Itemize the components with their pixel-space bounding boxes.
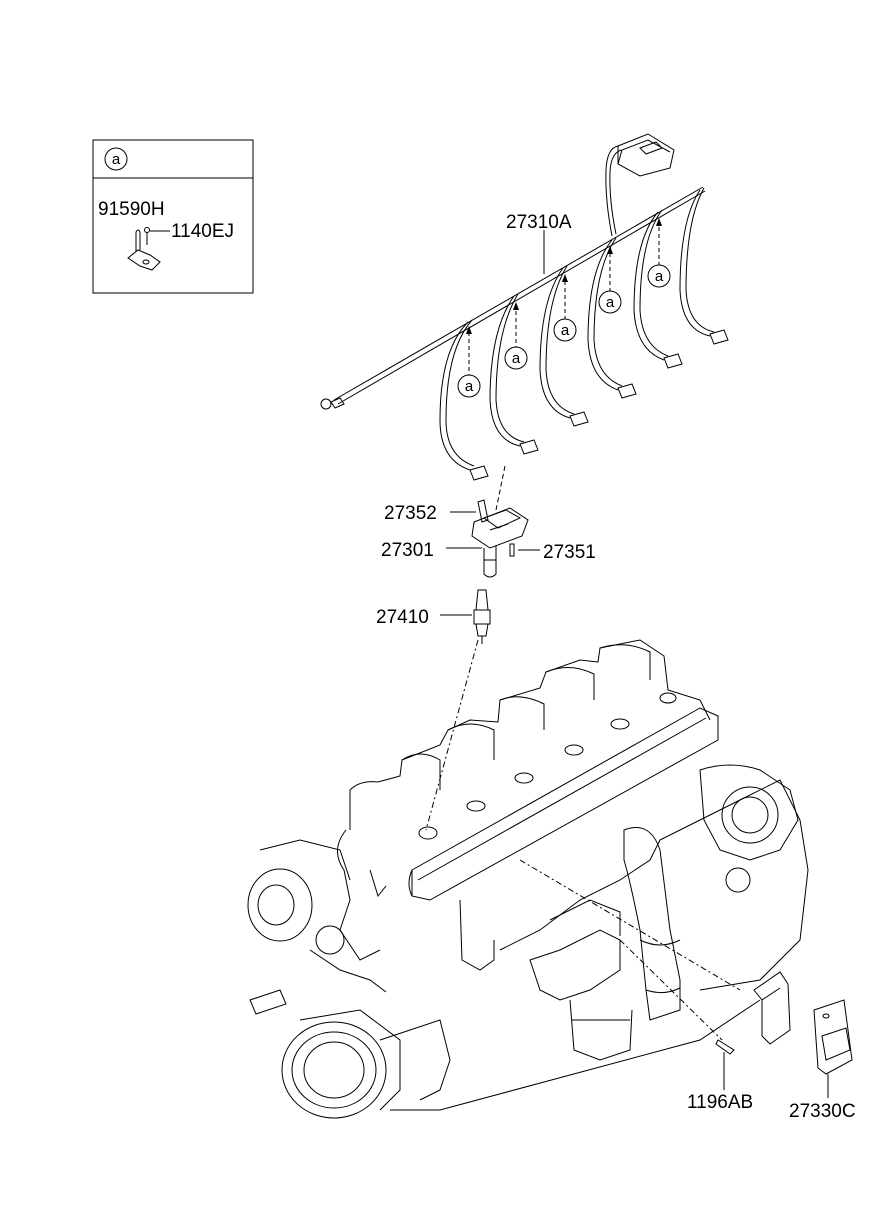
bracket-and-module xyxy=(519,859,853,1098)
callout-marker-3: a xyxy=(561,322,570,339)
label-27351: 27351 xyxy=(543,542,596,563)
label-27310A: 27310A xyxy=(506,212,572,233)
detail-box-marker: a xyxy=(112,151,121,168)
callout-marker-1: a xyxy=(465,378,474,395)
ignition-coil-assembly xyxy=(425,465,540,831)
label-27410: 27410 xyxy=(376,607,429,628)
callout-marker-4: a xyxy=(606,294,615,311)
label-1140EJ: 1140EJ xyxy=(171,221,234,242)
callout-marker-2: a xyxy=(512,350,521,367)
label-91590H: 91590H xyxy=(98,199,165,220)
engine-block xyxy=(247,639,809,1119)
wiring-harness xyxy=(320,133,729,481)
detail-box xyxy=(92,139,254,294)
harness-arrowheads xyxy=(466,218,662,334)
callout-marker-5: a xyxy=(655,268,664,285)
label-27330C: 27330C xyxy=(789,1101,856,1122)
label-27352: 27352 xyxy=(384,503,437,524)
callout-circles xyxy=(457,264,671,398)
label-27301: 27301 xyxy=(381,540,434,561)
label-1196AB: 1196AB xyxy=(687,1092,753,1113)
